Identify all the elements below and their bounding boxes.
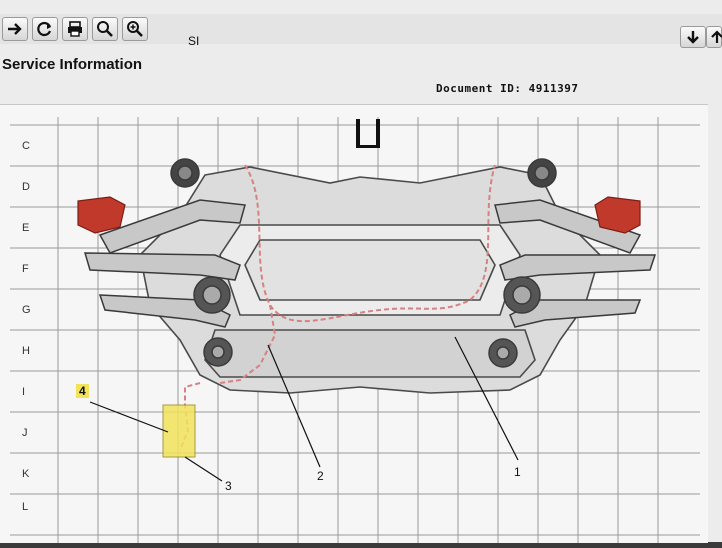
row-label: E (22, 222, 30, 234)
orientation-marker-icon (356, 119, 380, 148)
row-label: F (22, 263, 29, 275)
row-label: I (22, 386, 26, 398)
row-label: H (22, 345, 30, 357)
forward-button[interactable] (2, 17, 28, 41)
magnifier-icon (97, 21, 113, 37)
zoom-in-button[interactable] (122, 17, 148, 41)
component-4-highlight (162, 404, 196, 458)
toolbar: SI (0, 14, 722, 48)
arrow-up-icon (711, 30, 722, 43)
leader-lines (89, 336, 519, 482)
arrow-down-icon (687, 31, 699, 44)
right-control-arms (488, 158, 657, 368)
row-label: K (22, 468, 30, 480)
callout-1: 1 (514, 465, 521, 479)
magnifier-plus-icon (127, 21, 143, 37)
subframe-body (139, 166, 601, 394)
prev-up-button[interactable] (706, 26, 722, 48)
zoom-out-button[interactable] (92, 17, 118, 41)
page-title: Service Information (2, 56, 143, 73)
refresh-button[interactable] (32, 17, 58, 41)
callout-4: 4 (76, 384, 89, 398)
refresh-icon (37, 21, 52, 37)
printer-icon (68, 21, 82, 37)
section-label: SI (188, 34, 200, 48)
row-label: L (22, 501, 29, 513)
row-label: D (22, 181, 30, 193)
callout-2: 2 (317, 469, 324, 483)
next-down-button[interactable] (680, 26, 706, 48)
left-control-arms (83, 158, 246, 367)
row-label: C (22, 140, 30, 152)
document-id: Document ID: 4911397 (436, 82, 579, 95)
row-label: G (22, 304, 31, 316)
callout-3: 3 (225, 479, 232, 493)
row-label: J (22, 427, 28, 439)
brake-caliper-icon (77, 196, 641, 234)
diagram-panel: C D E F G H I J K L 1 2 3 (0, 104, 708, 543)
subframe-diagram (10, 117, 700, 543)
print-button[interactable] (62, 17, 88, 41)
arrow-right-icon (8, 23, 22, 35)
